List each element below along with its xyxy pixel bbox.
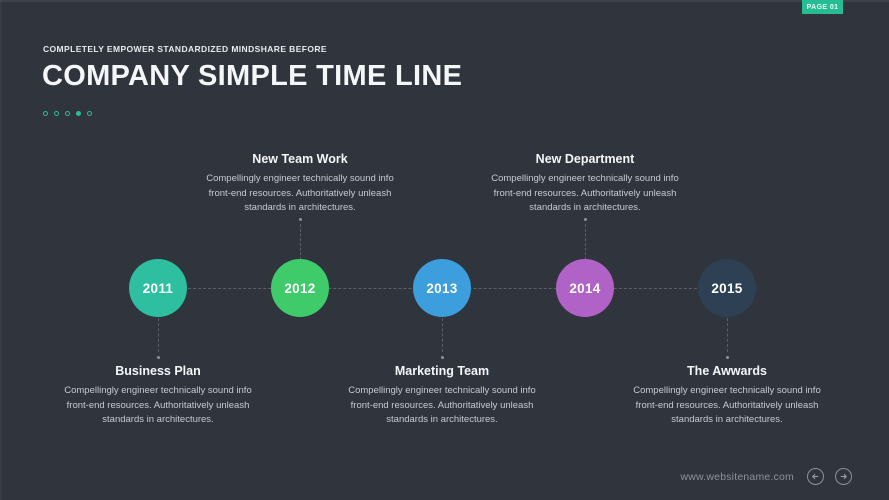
milestone-new-department: New Department Compellingly engineer tec… [485,152,685,262]
connector-line [300,224,301,260]
connector-dot [584,218,587,221]
next-slide-button[interactable] [835,468,852,485]
pagination-dot[interactable] [65,111,70,116]
pagination-dot[interactable] [54,111,59,116]
milestone-description: Compellingly engineer technically sound … [491,173,679,214]
connector-line [442,318,443,352]
milestone-description: Compellingly engineer technically sound … [64,385,252,426]
year-label: 2013 [426,280,458,296]
milestone-title: Business Plan [115,364,201,378]
milestone-marketing-team: Marketing Team Compellingly engineer tec… [342,318,542,428]
slide-title: COMPANY SIMPLE TIME LINE [42,60,463,92]
timeline-node-2011[interactable]: 2011 [129,259,187,317]
pagination-dots [43,111,92,116]
year-label: 2011 [142,280,174,296]
timeline-node-2012[interactable]: 2012 [271,259,329,317]
connector-dot [726,356,729,359]
timeline-node-2015[interactable]: 2015 [698,259,756,317]
milestone-title: New Team Work [252,152,348,166]
milestone-description: Compellingly engineer technically sound … [348,385,536,426]
milestone-business-plan: Business Plan Compellingly engineer tech… [58,318,258,428]
connector-line [158,318,159,352]
pagination-dot[interactable] [43,111,48,116]
website-link[interactable]: www.websitename.com [680,470,794,483]
slide-kicker: COMPLETELY EMPOWER STANDARDIZED MINDSHAR… [43,44,327,54]
timeline-node-2013[interactable]: 2013 [413,259,471,317]
year-label: 2014 [569,280,601,296]
pagination-dot[interactable] [76,111,81,116]
milestone-description: Compellingly engineer technically sound … [206,173,394,214]
year-label: 2012 [284,280,316,296]
milestone-title: The Awwards [687,364,767,378]
page-badge: PAGE 01 [802,0,843,14]
prev-slide-button[interactable] [807,468,824,485]
arrow-left-icon [812,473,819,480]
footer: www.websitename.com [680,468,852,485]
timeline-node-2014[interactable]: 2014 [556,259,614,317]
connector-dot [299,218,302,221]
milestone-new-team-work: New Team Work Compellingly engineer tech… [200,152,400,262]
connector-dot [441,356,444,359]
milestone-title: Marketing Team [394,364,490,378]
milestone-the-awwards: The Awwards Compellingly engineer techni… [627,318,827,428]
pagination-dot[interactable] [87,111,92,116]
year-label: 2015 [711,280,743,296]
connector-dot [157,356,160,359]
arrow-right-icon [840,473,847,480]
milestone-description: Compellingly engineer technically sound … [633,385,821,426]
milestone-title: New Department [535,152,635,166]
connector-line [727,318,728,352]
connector-line [585,224,586,260]
